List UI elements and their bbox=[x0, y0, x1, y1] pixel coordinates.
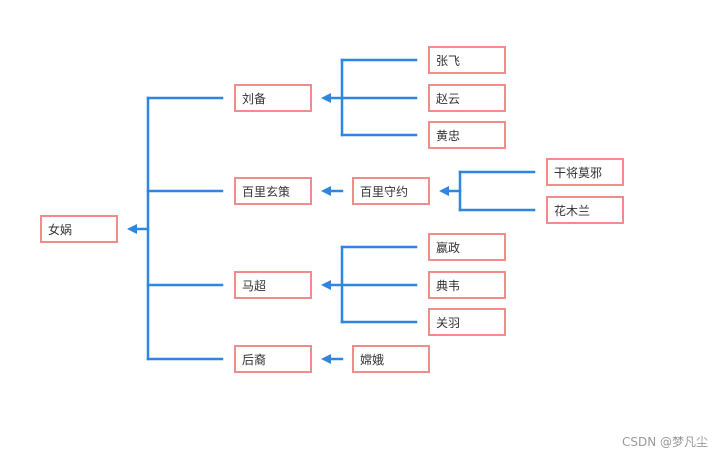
arrowhead-liubei bbox=[321, 93, 331, 103]
node-dianwei[interactable]: 典韦 bbox=[428, 271, 506, 299]
node-zhangfei[interactable]: 张飞 bbox=[428, 46, 506, 74]
node-ganjiang-moye[interactable]: 干将莫邪 bbox=[546, 158, 624, 186]
arrowhead-root bbox=[127, 224, 137, 234]
node-baili-shouyue[interactable]: 百里守约 bbox=[352, 177, 430, 205]
arrowhead-houyi bbox=[321, 354, 331, 364]
node-zhaoyun[interactable]: 赵云 bbox=[428, 84, 506, 112]
node-change[interactable]: 嫦娥 bbox=[352, 345, 430, 373]
node-liubei[interactable]: 刘备 bbox=[234, 84, 312, 112]
arrowhead-baili-xuance bbox=[321, 186, 331, 196]
node-machao[interactable]: 马超 bbox=[234, 271, 312, 299]
node-yingzheng[interactable]: 嬴政 bbox=[428, 233, 506, 261]
node-huangzhong[interactable]: 黄忠 bbox=[428, 121, 506, 149]
node-huamulan[interactable]: 花木兰 bbox=[546, 196, 624, 224]
node-guanyu[interactable]: 关羽 bbox=[428, 308, 506, 336]
arrowhead-machao bbox=[321, 280, 331, 290]
watermark: CSDN @梦凡尘 bbox=[621, 435, 708, 449]
node-root[interactable]: 女娲 bbox=[40, 215, 118, 243]
arrowhead-baili-shouyue bbox=[439, 186, 449, 196]
node-houyi[interactable]: 后裔 bbox=[234, 345, 312, 373]
node-baili-xuance[interactable]: 百里玄策 bbox=[234, 177, 312, 205]
